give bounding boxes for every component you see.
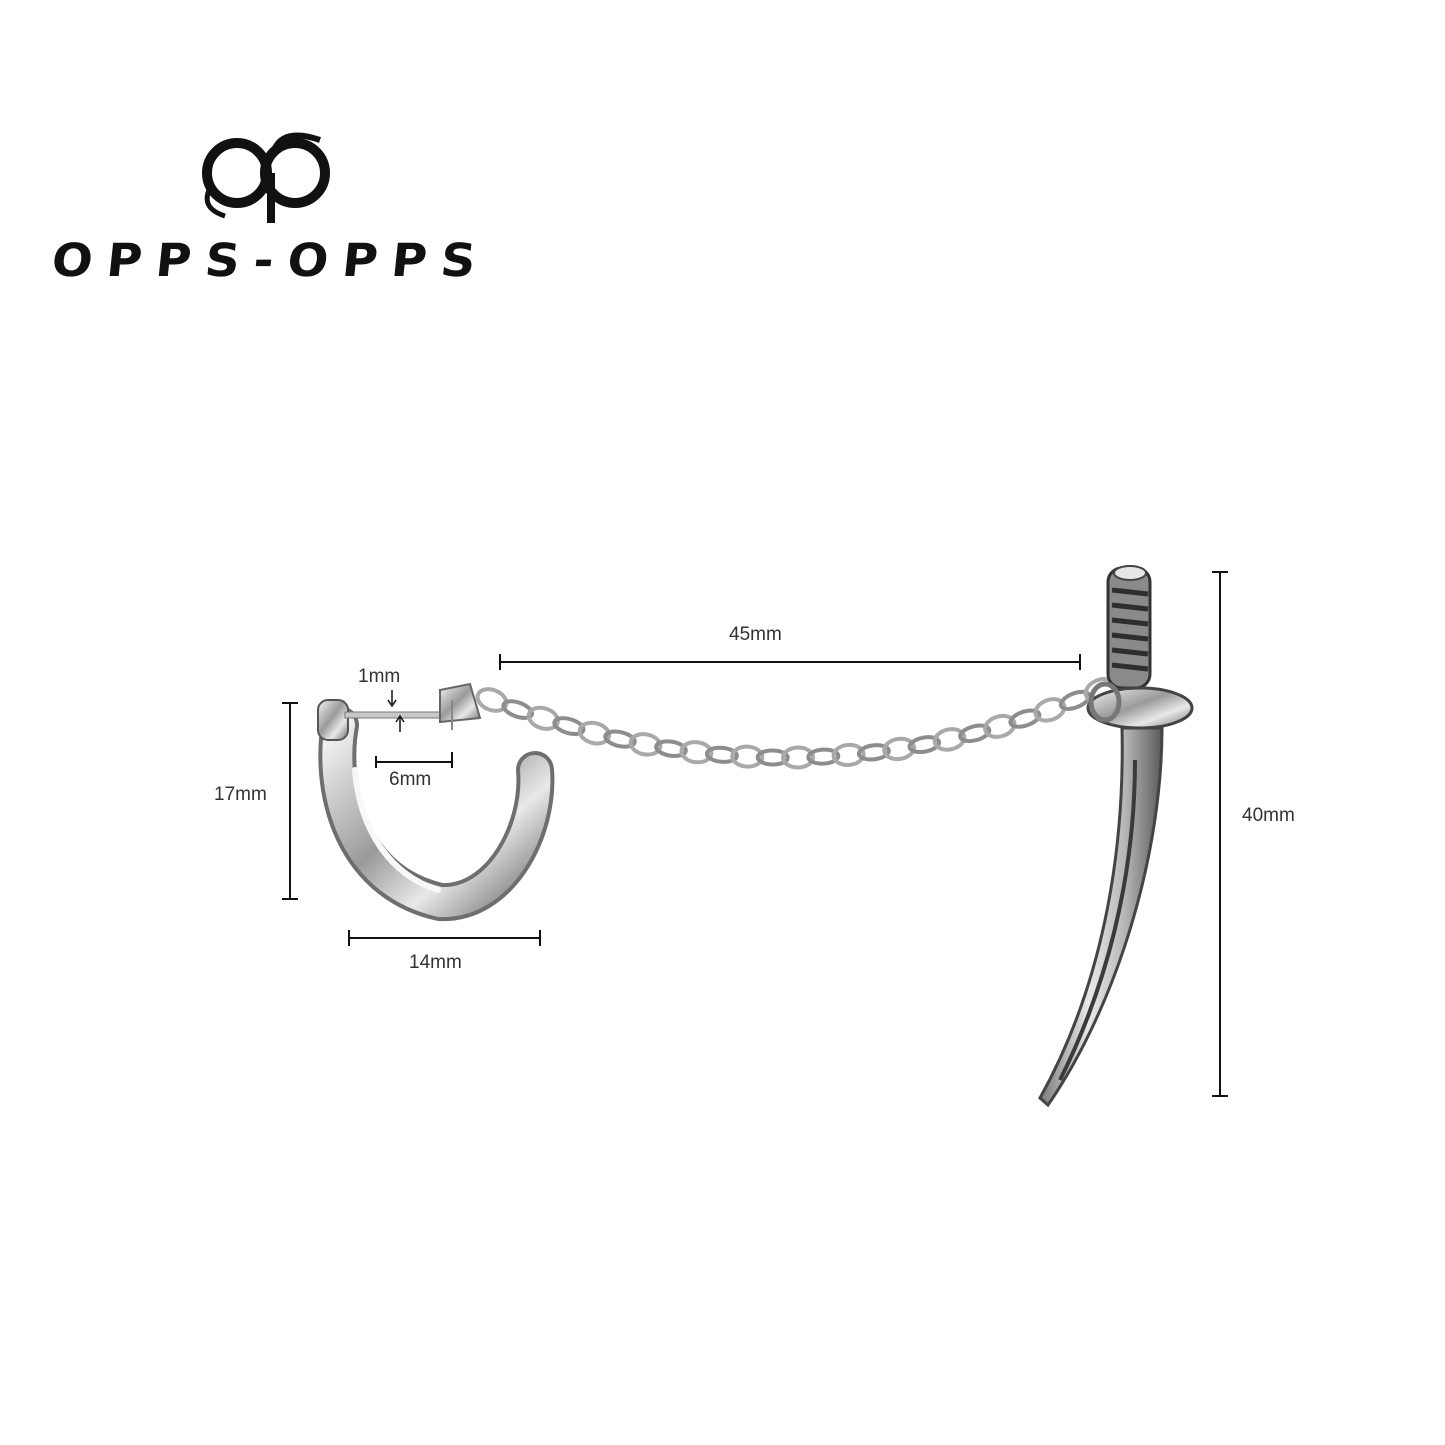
logo-icon	[202, 132, 330, 223]
chain-link	[730, 744, 765, 769]
chain-link	[679, 740, 714, 765]
chain-link	[856, 743, 891, 762]
chain-link	[831, 742, 866, 767]
chain-link	[958, 723, 992, 744]
chain-link	[501, 699, 535, 720]
chain-link	[1008, 708, 1042, 729]
chain	[475, 677, 1117, 770]
chain-link	[806, 747, 841, 766]
chain-link	[526, 705, 560, 731]
pin-thickness-label: 1mm	[358, 666, 401, 687]
hoop-height-label: 17mm	[214, 784, 267, 805]
chain-link	[628, 732, 663, 757]
chain-link	[755, 748, 790, 767]
chain-link	[907, 735, 942, 755]
chain-link	[475, 687, 509, 713]
hoop-width-label: 14mm	[409, 952, 462, 973]
chain-link	[932, 727, 967, 752]
chain-length-label: 45mm	[729, 624, 782, 645]
katana-charm	[1038, 565, 1194, 1108]
dimension-lines	[282, 571, 1228, 1097]
sword-length-label: 40mm	[1242, 805, 1295, 826]
chain-link	[781, 745, 815, 770]
chain-link	[577, 720, 612, 746]
chain-link	[882, 736, 917, 762]
chain-link	[983, 713, 1017, 739]
chain-link	[1033, 697, 1067, 723]
chain-link	[704, 745, 739, 764]
chain-link	[1058, 689, 1092, 711]
chain-link	[654, 739, 688, 758]
hoop-earring	[317, 682, 555, 921]
pin-length-label: 6mm	[389, 769, 432, 790]
chain-link	[603, 729, 637, 749]
chain-link	[552, 716, 586, 737]
